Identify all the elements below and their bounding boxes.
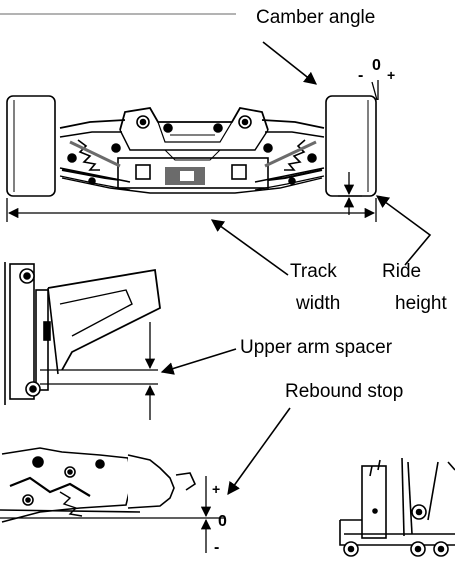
rebound-plus-sign: + <box>212 481 221 497</box>
rebound-minus-sign: - <box>214 539 220 556</box>
ride-label: Ride <box>382 261 422 282</box>
ride-height-arrow <box>375 195 432 266</box>
camber-reference <box>371 80 379 101</box>
upper-arm-spacer-label: Upper arm spacer <box>240 337 393 358</box>
upper-arm-spacer-arrow <box>160 348 237 375</box>
height-label: height <box>395 293 447 314</box>
rear-side-view <box>339 457 455 557</box>
width-label: width <box>296 293 341 314</box>
track-label: Track <box>290 261 337 282</box>
camber-angle-label: Camber angle <box>256 7 376 28</box>
rebound-zero-sign: 0 <box>218 513 227 530</box>
camber-plus-sign: + <box>387 67 396 83</box>
track-width-dimension <box>6 198 377 222</box>
rebound-stop-view <box>0 447 225 553</box>
camber-arrow <box>262 41 318 85</box>
track-width-arrow <box>210 219 289 276</box>
ride-height-dimension <box>338 172 362 215</box>
upper-arm-spacer-view <box>4 262 161 420</box>
camber-minus-sign: - <box>358 67 364 84</box>
rebound-stop-label: Rebound stop <box>285 381 404 402</box>
rebound-stop-arrow <box>227 407 291 496</box>
front-view-chassis <box>6 95 377 197</box>
left-wheel <box>6 95 56 197</box>
camber-zero-sign: 0 <box>372 57 381 74</box>
